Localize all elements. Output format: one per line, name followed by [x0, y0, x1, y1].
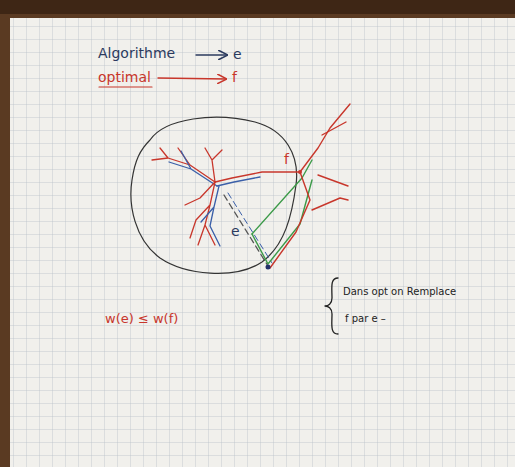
label-text: optimal [98, 70, 151, 85]
title-word: Algorithme [98, 46, 175, 61]
weight-inequality: w(e) ≤ w(f) [105, 312, 178, 326]
note-text: Dans opt on Remplace [343, 286, 456, 297]
edge-name: f [232, 70, 237, 85]
label-text: f [232, 70, 237, 85]
label-text: e [233, 47, 242, 62]
label-text: w(e) ≤ w(f) [105, 312, 178, 326]
label-text: Algorithme [98, 46, 175, 61]
label-text: f [284, 152, 289, 167]
note-text: f par e – [345, 313, 386, 324]
edge-name: e [231, 224, 240, 239]
edge-name: e [233, 47, 242, 62]
label-text: Dans opt on Remplace [343, 286, 456, 297]
label-text: f par e – [345, 313, 386, 324]
title-word: optimal [98, 70, 151, 85]
edge-name: f [284, 152, 289, 167]
label-text: e [231, 224, 240, 239]
